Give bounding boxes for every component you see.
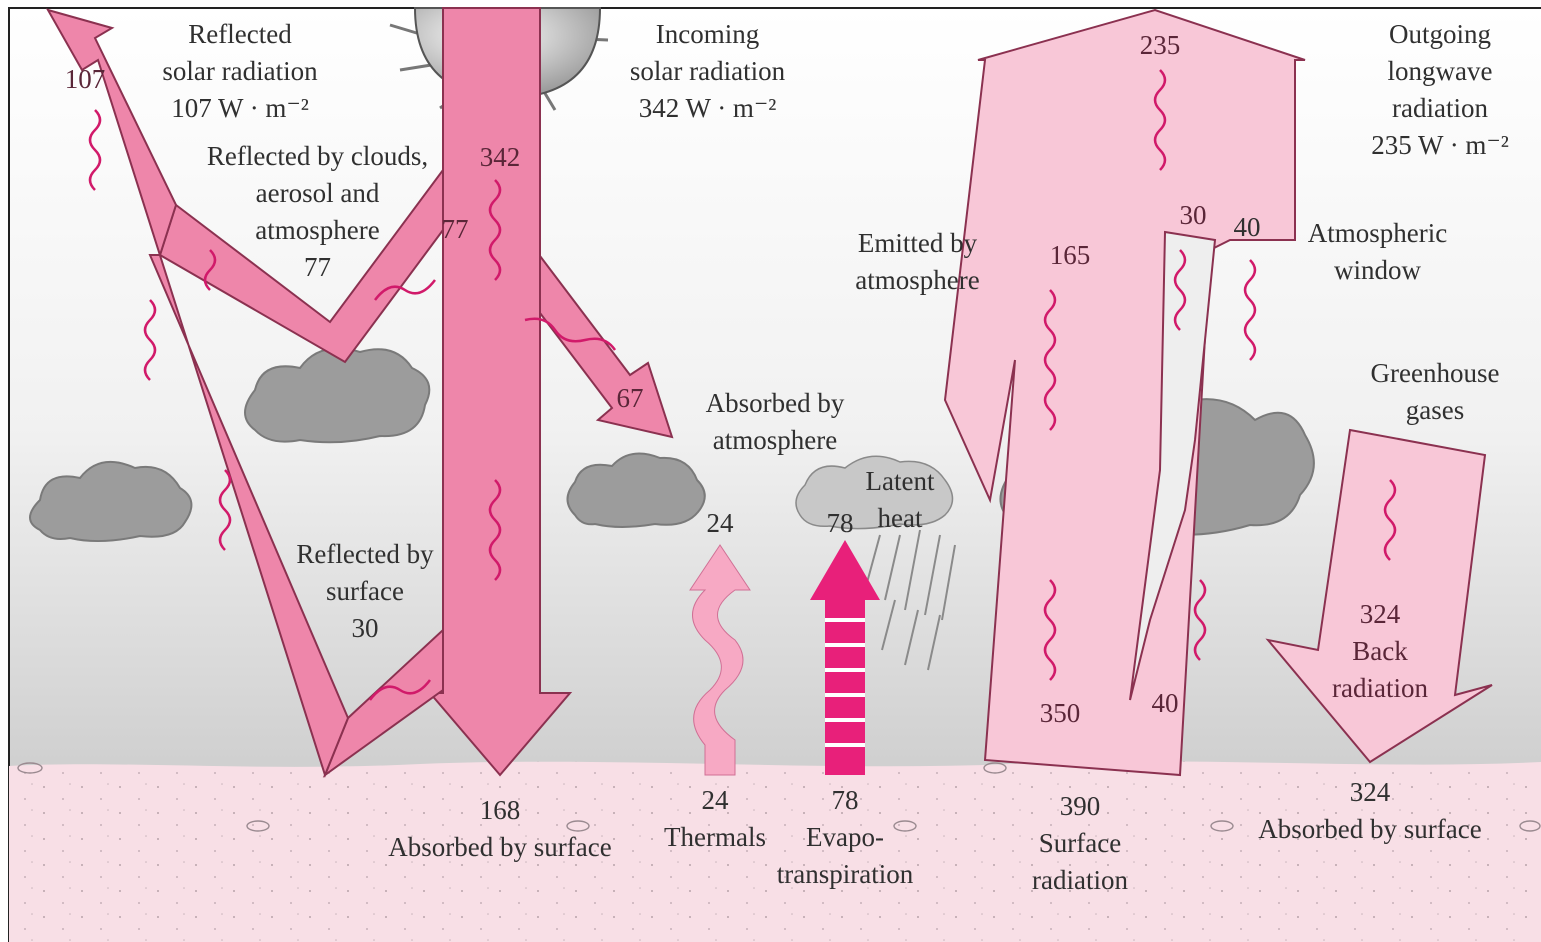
- value-window-40: 40: [1222, 212, 1272, 242]
- absorbed-by-surface-back-label: 324 Absorbed by surface: [1220, 774, 1520, 848]
- atmospheric-window-label: Atmospheric window: [1290, 215, 1465, 289]
- value-surface-40: 40: [1140, 688, 1190, 718]
- value-thermals-24: 24: [695, 508, 745, 538]
- absorbed-by-atmosphere-label: Absorbed by atmosphere: [685, 385, 865, 459]
- back-radiation-label: 324 Back radiation: [1310, 596, 1450, 707]
- incoming-solar-label: Incoming solar radiation 342 W · m⁻²: [600, 16, 815, 127]
- reflected-by-clouds-label: Reflected by clouds, aerosol and atmosph…: [180, 138, 455, 286]
- value-reflected-107: 107: [55, 64, 115, 94]
- reflected-by-surface-label: Reflected by surface 30: [270, 536, 460, 647]
- value-reflected-clouds-77: 77: [430, 214, 480, 244]
- value-outgoing-235: 235: [1125, 30, 1195, 60]
- value-surface-350: 350: [1025, 698, 1095, 728]
- surface-radiation-label: 390 Surface radiation: [1010, 788, 1150, 899]
- evapotranspiration-label: 78 Evapo- transpiration: [760, 782, 930, 893]
- emitted-by-atmosphere-label: Emitted by atmosphere: [830, 225, 1005, 299]
- value-window-30: 30: [1168, 200, 1218, 230]
- value-emitted-165: 165: [1035, 240, 1105, 270]
- greenhouse-gases-label: Greenhouse gases: [1355, 355, 1515, 429]
- reflected-solar-label: Reflected solar radiation 107 W · m⁻²: [140, 16, 340, 127]
- absorbed-by-surface-solar-label: 168 Absorbed by surface: [360, 792, 640, 866]
- value-incoming-342: 342: [465, 142, 535, 172]
- outgoing-longwave-label: Outgoing longwave radiation 235 W · m⁻²: [1345, 16, 1535, 164]
- value-latent-78: 78: [815, 508, 865, 538]
- value-absorbed-atmosphere-67: 67: [605, 383, 655, 413]
